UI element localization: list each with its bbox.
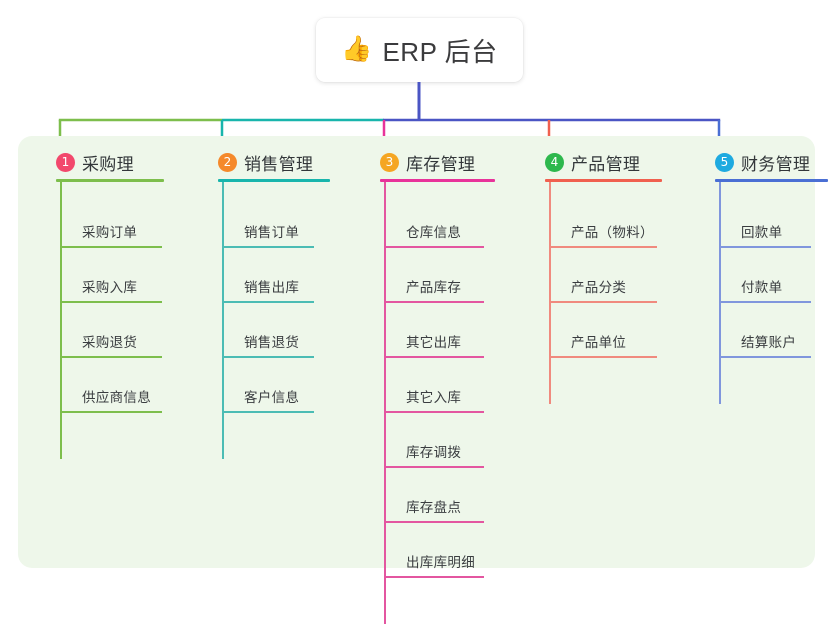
column-title-2: 销售管理 [244,155,314,174]
leaf-label: 产品（物料） [571,225,654,240]
leaf-item[interactable]: 仓库信息 [384,202,484,248]
column-header-4[interactable]: 4 产品管理 [545,150,640,175]
leaf-rule [384,246,484,248]
leaf-label: 库存调拨 [406,445,462,460]
leaf-item[interactable]: 销售出库 [222,257,314,303]
leaf-label: 销售订单 [244,225,300,240]
leaf-item[interactable]: 客户信息 [222,367,314,413]
column-badge-2: 2 [218,153,237,172]
leaf-rule [549,301,657,303]
column-title-4: 产品管理 [571,155,641,174]
leaf-rule [222,246,314,248]
leaf-label: 采购订单 [82,225,138,240]
leaf-item[interactable]: 回款单 [719,202,811,248]
leaf-item[interactable]: 出库库明细 [384,532,484,578]
leaf-item[interactable]: 供应商信息 [60,367,162,413]
column-title-1: 采购理 [82,155,134,174]
leaf-label: 仓库信息 [406,225,462,240]
column-rule-5 [715,179,828,182]
column-spine-4 [549,182,551,404]
column-badge-5: 5 [715,153,734,172]
leaf-item[interactable]: 产品分类 [549,257,657,303]
leaf-rule [222,411,314,413]
leaf-item[interactable]: 销售订单 [222,202,314,248]
leaf-rule [384,356,484,358]
column-badge-4: 4 [545,153,564,172]
leaf-rule [384,466,484,468]
leaf-rule [222,356,314,358]
leaf-label: 采购退货 [82,335,138,350]
leaf-rule [384,301,484,303]
leaf-rule [719,301,811,303]
column-title-3: 库存管理 [406,155,476,174]
column-rule-4 [545,179,662,182]
leaf-rule [549,356,657,358]
root-title: ERP 后台 [382,36,498,67]
column-badge-3: 3 [380,153,399,172]
leaf-item[interactable]: 产品单位 [549,312,657,358]
leaf-rule [60,301,162,303]
column-title-5: 财务管理 [741,155,811,174]
thumbs-up-icon: 👍 [341,34,373,63]
column-badge-1: 1 [56,153,75,172]
column-rule-2 [218,179,330,182]
column-header-1[interactable]: 1 采购理 [56,150,134,175]
leaf-label: 销售退货 [244,335,300,350]
column-rule-3 [380,179,495,182]
leaf-item[interactable]: 其它入库 [384,367,484,413]
leaf-item[interactable]: 付款单 [719,257,811,303]
leaf-item[interactable]: 其它出库 [384,312,484,358]
leaf-rule [60,356,162,358]
leaf-rule [60,411,162,413]
leaf-item[interactable]: 产品库存 [384,257,484,303]
leaf-rule [60,246,162,248]
leaf-label: 产品分类 [571,280,627,295]
leaf-label: 客户信息 [244,390,300,405]
leaf-item[interactable]: 采购退货 [60,312,162,358]
column-spine-3 [384,182,386,624]
column-header-5[interactable]: 5 财务管理 [715,150,810,175]
leaf-label: 其它出库 [406,335,462,350]
leaf-item[interactable]: 产品（物料） [549,202,657,248]
leaf-rule [384,411,484,413]
column-spine-2 [222,182,224,459]
branches-panel: 1 采购理采购订单采购入库采购退货供应商信息 2 销售管理销售订单销售出库销售退货客户… [18,136,828,624]
leaf-label: 其它入库 [406,390,462,405]
leaf-label: 销售出库 [244,280,300,295]
leaf-rule [384,521,484,523]
leaf-item[interactable]: 销售退货 [222,312,314,358]
leaf-label: 产品库存 [406,280,462,295]
leaf-label: 供应商信息 [82,390,151,405]
leaf-label: 出库库明细 [406,555,475,570]
column-rule-1 [56,179,164,182]
leaf-item[interactable]: 结算账户 [719,312,811,358]
leaf-label: 付款单 [741,280,783,295]
leaf-label: 产品单位 [571,335,627,350]
leaf-label: 结算账户 [741,335,797,350]
leaf-item[interactable]: 库存盘点 [384,477,484,523]
leaf-item[interactable]: 采购入库 [60,257,162,303]
leaf-item[interactable]: 采购订单 [60,202,162,248]
column-header-3[interactable]: 3 库存管理 [380,150,475,175]
leaf-item[interactable]: 库存调拨 [384,422,484,468]
leaf-rule [719,246,811,248]
leaf-rule [384,576,484,578]
leaf-label: 采购入库 [82,280,138,295]
leaf-label: 库存盘点 [406,500,462,515]
column-spine-5 [719,182,721,404]
root-node[interactable]: 👍 ERP 后台 [316,18,523,82]
leaf-rule [222,301,314,303]
leaf-label: 回款单 [741,225,783,240]
leaf-rule [719,356,811,358]
leaf-rule [549,246,657,248]
column-header-2[interactable]: 2 销售管理 [218,150,313,175]
column-spine-1 [60,182,62,459]
